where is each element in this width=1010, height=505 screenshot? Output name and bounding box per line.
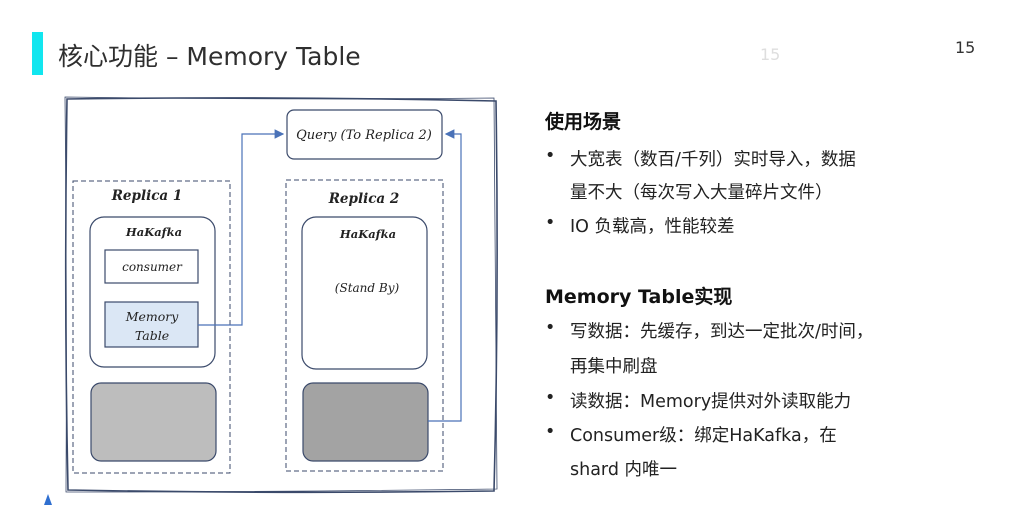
bullet-text: IO 负载高，性能较差 <box>570 217 735 237</box>
replica2-storage <box>302 382 429 462</box>
query-label: Query (To Replica 2) <box>296 128 432 143</box>
section2-heading: Memory Table实现 <box>545 286 733 308</box>
replica1-title: Replica 1 <box>111 188 183 204</box>
corner-logo-mark <box>44 494 52 505</box>
replica1-storage <box>90 382 217 462</box>
replica2-title: Replica 2 <box>328 191 400 207</box>
page-number: 15 <box>955 38 976 57</box>
bullet-dot: • <box>545 318 556 338</box>
replica2-hakafka-label: HaKafka <box>339 227 396 241</box>
bullet-text: 读数据：Memory提供对外读取能力 <box>570 392 852 412</box>
memory-table-box <box>104 301 199 348</box>
section1-bullet-1-cont: 量不大（每次写入大量碎片文件） <box>570 183 833 203</box>
standby-label: (Stand By) <box>335 281 400 295</box>
replica2-hakafka-box <box>301 216 428 370</box>
outer-frame <box>64 96 498 494</box>
bullet-text: 大宽表（数百/千列）实时导入，数据 <box>570 150 856 170</box>
bullet-text: Consumer级：绑定HaKafka，在 <box>570 426 837 446</box>
architecture-diagram: Query (To Replica 2) Replica 1 HaKafka c… <box>64 96 498 494</box>
page-title: 核心功能 – Memory Table <box>58 42 361 71</box>
memory-table-label-line1: Memory <box>125 309 180 324</box>
bullet-text: 写数据：先缓存，到达一定批次/时间， <box>570 322 874 342</box>
consumer-label: consumer <box>122 260 183 274</box>
title-accent-bar <box>32 32 43 75</box>
query-box <box>286 109 443 160</box>
bullet-dot: • <box>545 388 556 408</box>
memory-table-label-line2: Table <box>135 328 169 343</box>
replica1-hakafka-label: HaKafka <box>125 225 182 239</box>
storage-to-query-arrow <box>428 129 462 422</box>
bullet-dot: • <box>545 422 556 442</box>
bullet-dot: • <box>545 146 556 166</box>
bullet-dot: • <box>545 213 556 233</box>
ghost-page-number: 15 <box>760 45 781 64</box>
section2-bullet-1-cont: 再集中刷盘 <box>570 357 658 377</box>
section1-heading: 使用场景 <box>545 111 622 133</box>
memory-to-query-arrow <box>198 129 285 326</box>
section2-bullet-3-cont: shard 内唯一 <box>570 460 677 480</box>
replica1-container <box>72 180 231 474</box>
consumer-box <box>104 249 199 284</box>
